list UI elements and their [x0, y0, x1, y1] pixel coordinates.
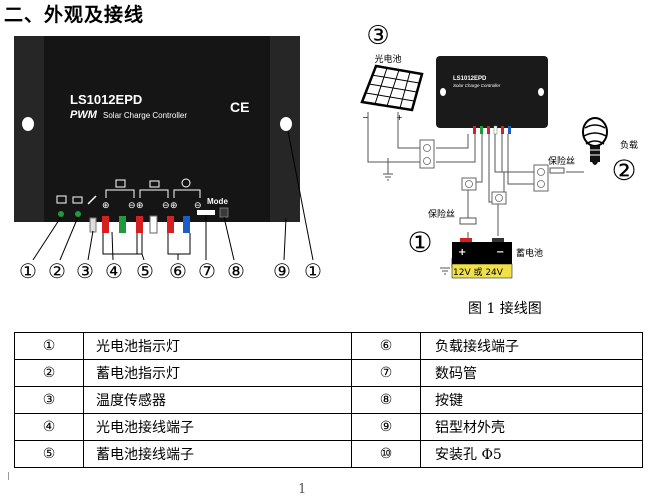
callout-7: ⑦ — [198, 259, 216, 283]
table-cell-d1: 蓄电池接线端子 — [83, 440, 352, 468]
subtitle-label-small: Solar Charge Controller — [453, 83, 501, 88]
pwm-label: PWM — [70, 109, 98, 121]
callout-3: ③ — [76, 259, 94, 283]
table-cell-n1: ④ — [14, 413, 84, 441]
solar-callout: ③ — [366, 22, 389, 51]
svg-text:⊕: ⊕ — [102, 201, 110, 211]
battery-minus: − — [496, 247, 504, 258]
crop-mark — [0, 472, 9, 480]
table-cell-n2: ⑦ — [351, 359, 421, 387]
table-cell-n2: ⑥ — [351, 332, 421, 360]
controller-front-view: LS1012EPD PWM Solar Charge Controller CE… — [14, 36, 322, 283]
table-cell-n1: ⑤ — [14, 440, 84, 468]
svg-text:⊖: ⊖ — [194, 201, 202, 211]
svg-text:⊖: ⊖ — [162, 201, 170, 211]
table-cell-d1: 光电池接线端子 — [83, 413, 352, 441]
battery-voltage: 12V 或 24V — [453, 266, 504, 278]
model-label-small: LS1012EPD — [453, 76, 487, 82]
table-cell-n1: ③ — [14, 386, 84, 414]
digital-display — [197, 210, 215, 215]
battery-icon-large: + − — [451, 238, 513, 279]
terminal-battery-icon — [149, 180, 160, 188]
section-heading: 二、外观及接线 — [4, 4, 145, 26]
callout-1: ① — [19, 259, 37, 283]
load-label: 负载 — [620, 139, 638, 151]
subtitle-label: Solar Charge Controller — [103, 111, 187, 120]
table-cell-n1: ② — [14, 359, 84, 387]
callout-2: ② — [48, 259, 66, 283]
table-cell-d1: 温度传感器 — [83, 386, 352, 414]
table-cell-d2: 负载接线端子 — [420, 332, 643, 360]
callout-1b: ① — [304, 259, 322, 283]
fuse-load-label: 保险丝 — [548, 155, 575, 167]
battery-callout: ① — [407, 226, 432, 259]
table-cell-d1: 蓄电池指示灯 — [83, 359, 352, 387]
table-cell-n2: ⑩ — [351, 440, 421, 468]
terminal-load-icon — [181, 178, 191, 188]
svg-text:⊕: ⊕ — [170, 201, 178, 211]
solar-panel-icon — [56, 195, 67, 204]
controller-small: LS1012EPD Solar Charge Controller — [436, 56, 548, 135]
callout-9: ⑨ — [273, 259, 291, 283]
mode-label: Mode — [207, 197, 228, 206]
mode-button[interactable] — [219, 207, 229, 218]
battery-led — [75, 211, 81, 217]
callout-4: ④ — [105, 259, 123, 283]
table-cell-n2: ⑨ — [351, 413, 421, 441]
callout-5: ⑤ — [136, 259, 154, 283]
figure-caption: 图 1 接线图 — [468, 301, 542, 317]
table-cell-d2: 安装孔 Φ5 — [420, 440, 643, 468]
battery-label: 蓄电池 — [516, 247, 543, 259]
wiring-diagram: ③ 光电池 − + LS1012EPD Solar Charge Control… — [360, 22, 638, 279]
table-cell-n2: ⑧ — [351, 386, 421, 414]
load-callout: ② — [611, 154, 636, 187]
table-cell-n1: ① — [14, 332, 84, 360]
mount-hole-left — [22, 117, 34, 131]
table-cell-d2: 按键 — [420, 386, 643, 414]
callout-8: ⑧ — [227, 259, 245, 283]
svg-text:⊕: ⊕ — [136, 201, 144, 211]
table-cell-d2: 数码管 — [420, 359, 643, 387]
page-number: 1 — [298, 482, 307, 497]
terminal-solar-icon — [115, 179, 126, 188]
table-cell-d2: 铝型材外壳 — [420, 413, 643, 441]
table-cell-d1: 光电池指示灯 — [83, 332, 352, 360]
solar-label: 光电池 — [374, 53, 401, 65]
solar-minus: − — [362, 113, 369, 122]
ce-mark: CE — [230, 99, 249, 115]
mount-hole-right — [280, 117, 292, 131]
solar-panel — [360, 64, 424, 112]
solar-led — [58, 211, 64, 217]
battery-icon — [72, 196, 83, 204]
svg-text:⊖: ⊖ — [128, 201, 136, 211]
load-bulb-icon — [566, 117, 608, 173]
fuse-battery-label: 保险丝 — [428, 208, 455, 220]
temperature-sensor-icon — [87, 195, 97, 205]
solar-plus: + — [396, 113, 403, 122]
battery-plus: + — [458, 247, 466, 258]
model-label: LS1012EPD — [70, 92, 142, 107]
callout-6: ⑥ — [169, 259, 187, 283]
